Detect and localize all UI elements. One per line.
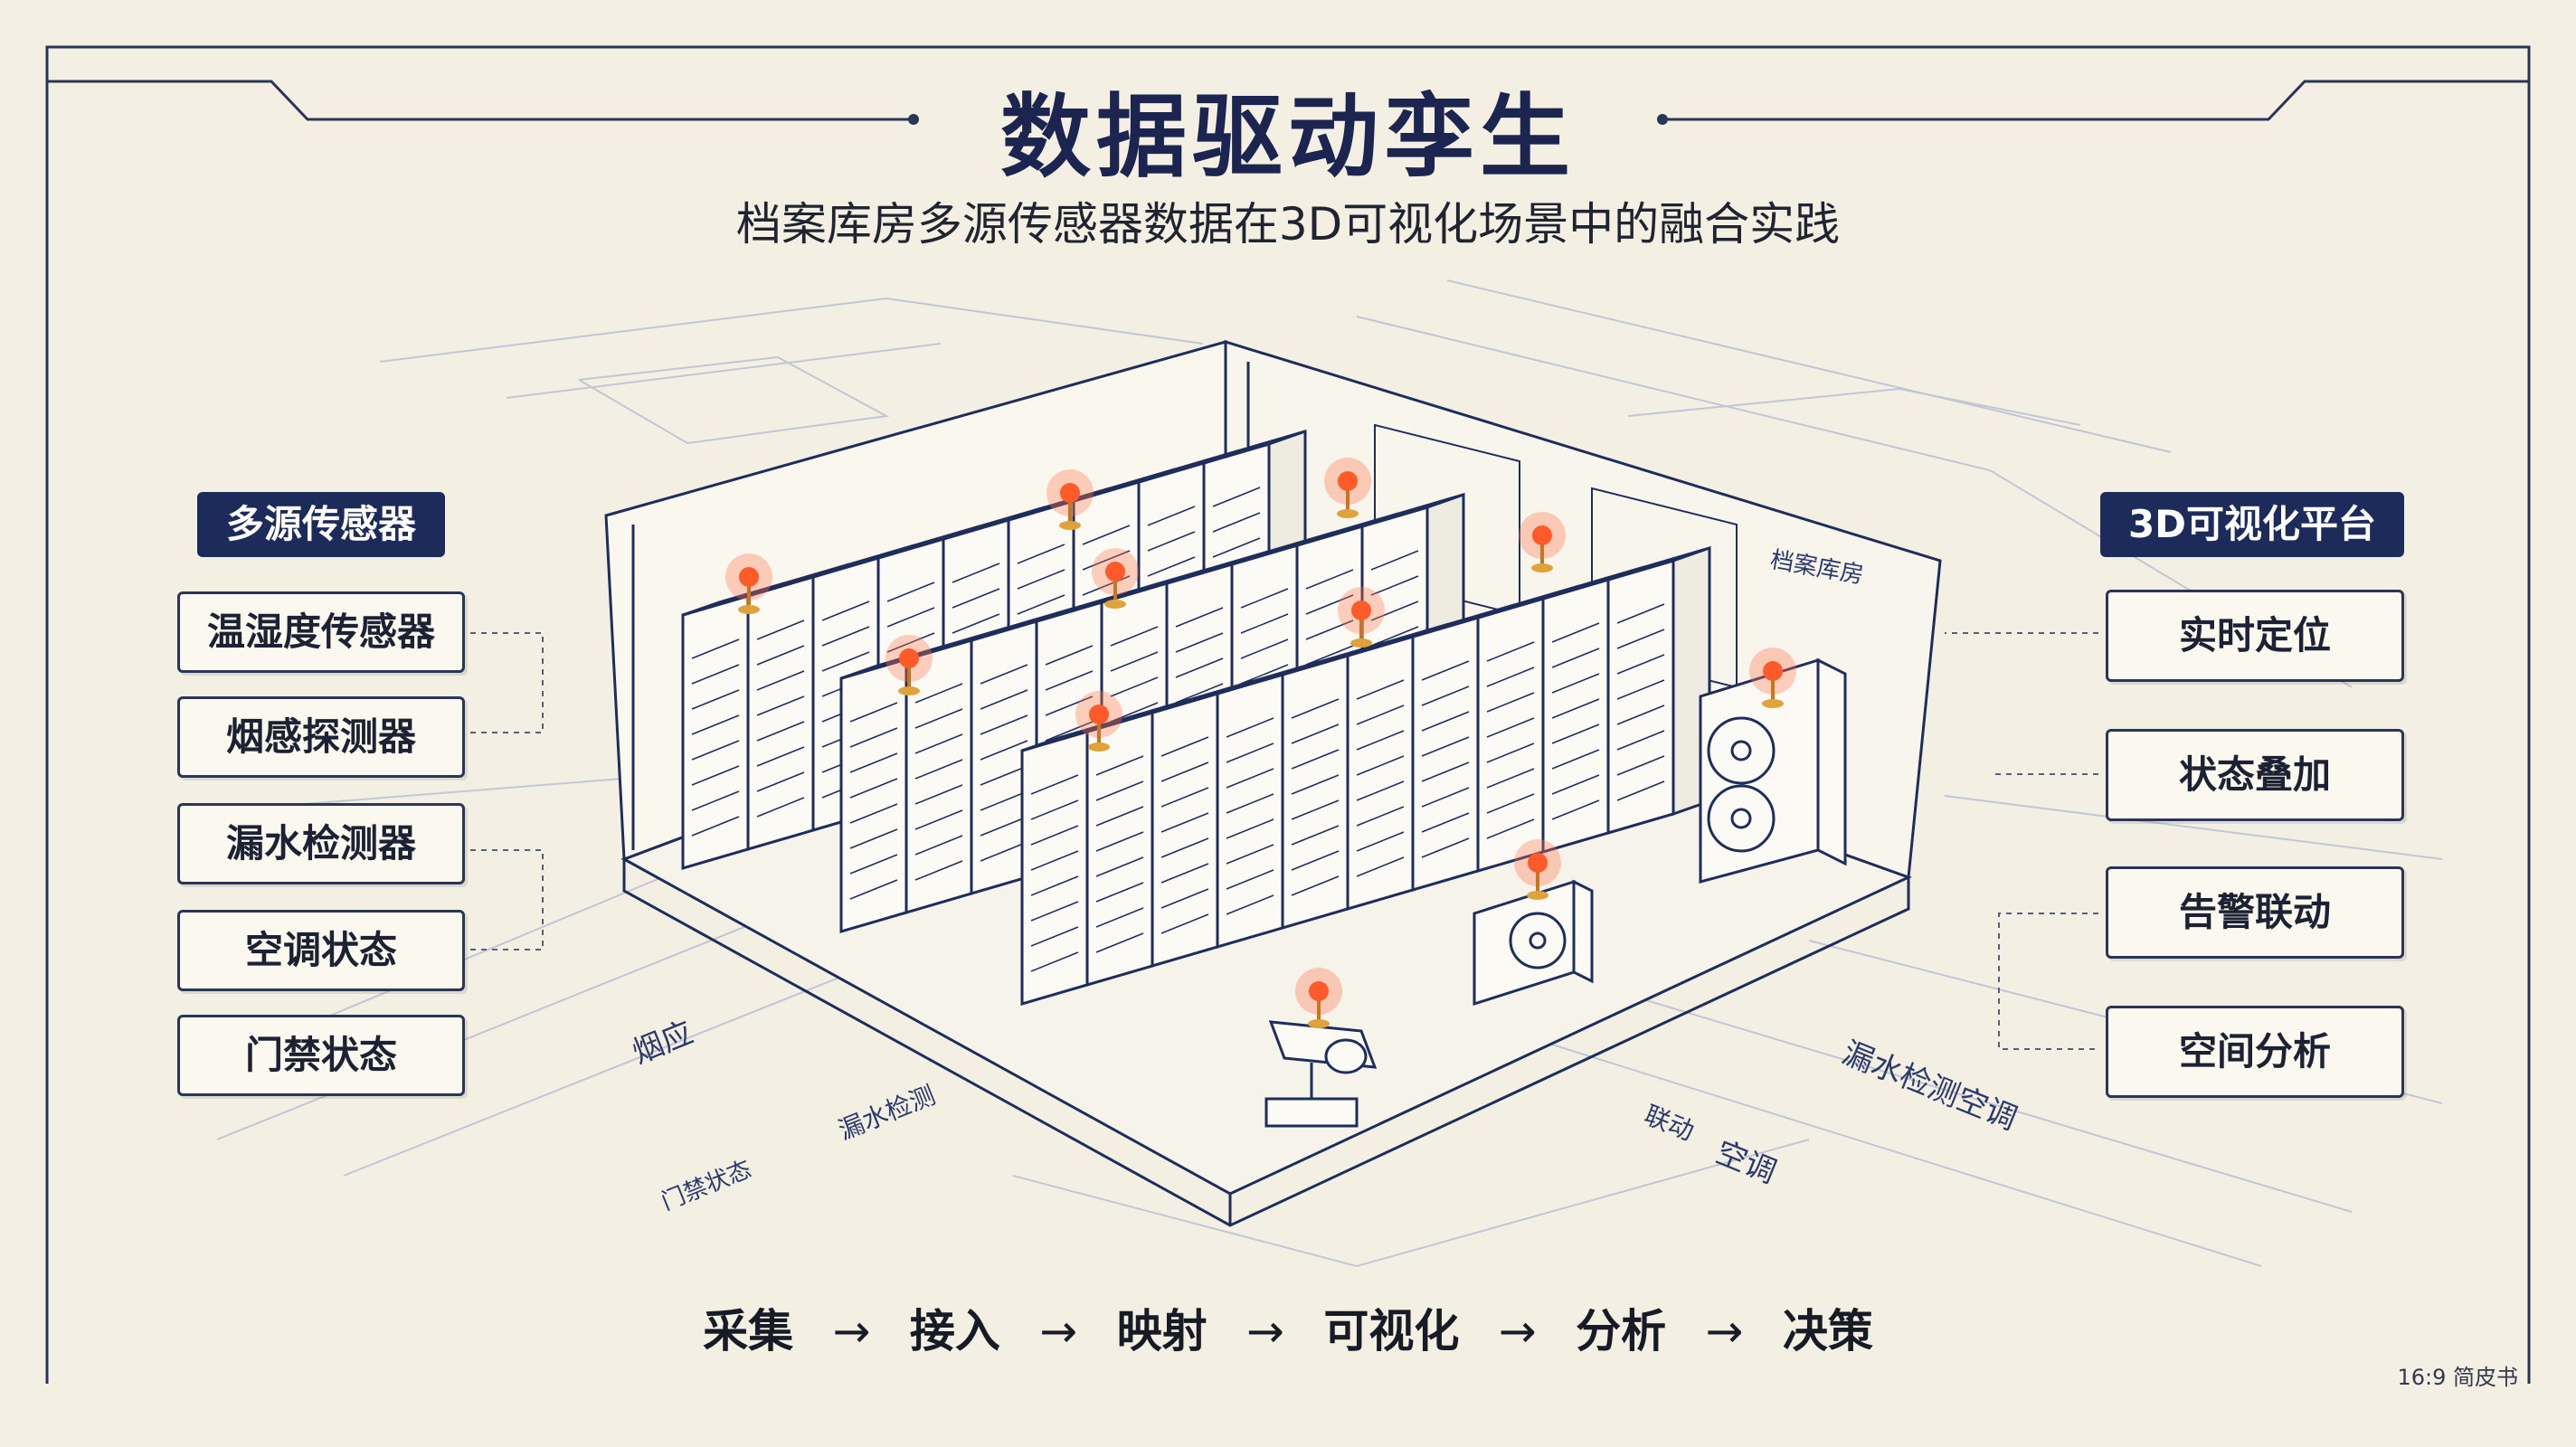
flow-step: 决策 [1782, 1305, 1873, 1357]
page-title: 数据驱动孪生 [1000, 84, 1576, 190]
platform-spatial-analysis[interactable]: 空间分析 [2106, 1006, 2404, 1098]
alarm-beacon-icon [1105, 562, 1125, 582]
flow-arrow-icon: → [1705, 1305, 1744, 1357]
platform-status-overlay[interactable]: 状态叠加 [2106, 729, 2404, 821]
surveillance-camera [1264, 1020, 1378, 1128]
alarm-beacon-icon [899, 648, 919, 668]
rack-cabinet [839, 657, 908, 933]
rack-cabinet [1541, 578, 1610, 854]
sensor-smoke-detector[interactable]: 烟感探测器 [177, 696, 465, 778]
ac-unit-large [1699, 657, 1847, 884]
right-panel-heading: 3D可视化平台 [2100, 492, 2404, 557]
sensor-access-control[interactable]: 门禁状态 [177, 1015, 465, 1096]
rack-cabinet [1411, 616, 1480, 892]
flow-arrow-icon: → [1498, 1305, 1537, 1357]
rack-cabinet [1476, 597, 1545, 873]
rack-cabinet [1216, 673, 1284, 949]
flow-step: 采集 [703, 1305, 794, 1357]
ac-unit-small [1473, 879, 1594, 1007]
alarm-beacon-icon [1763, 661, 1783, 681]
alarm-beacon-icon [1528, 853, 1548, 873]
rack-cabinet [1281, 654, 1350, 930]
sensor-temp-humidity[interactable]: 温湿度传感器 [177, 591, 465, 673]
sensor-leak-detector[interactable]: 漏水检测器 [177, 803, 465, 884]
left-panel-heading: 多源传感器 [197, 492, 445, 557]
flow-arrow-icon: → [1246, 1305, 1284, 1357]
rack-cabinet [1020, 730, 1089, 1006]
rack-cabinet [1151, 692, 1219, 968]
rack-cabinet [1606, 559, 1675, 835]
flow-step: 接入 [909, 1305, 1000, 1357]
flow-arrow-icon: → [1039, 1305, 1078, 1357]
alarm-beacon-icon [1089, 705, 1109, 724]
page-subtitle: 档案库房多源传感器数据在3D可视化场景中的融合实践 [735, 198, 1841, 251]
alarm-beacon-icon [1060, 483, 1080, 503]
rack-cabinet [746, 575, 815, 851]
alarm-beacon-icon [739, 567, 759, 587]
rack-cabinet [1085, 711, 1154, 987]
corner-note: 16:9 简皮书 [2397, 1365, 2518, 1390]
rack-cabinet [1346, 635, 1415, 911]
alarm-beacon-icon [1309, 981, 1329, 1001]
flow-step: 映射 [1116, 1305, 1208, 1357]
process-flow: 采集 → 接入 → 映射 → 可视化 → 分析 → 决策 [0, 1295, 2576, 1360]
flow-step: 分析 [1576, 1305, 1667, 1357]
sensor-ac-status[interactable]: 空调状态 [177, 910, 465, 991]
platform-alarm-linkage[interactable]: 告警联动 [2106, 866, 2404, 959]
alarm-beacon-icon [1351, 601, 1371, 620]
flow-step: 可视化 [1323, 1305, 1460, 1357]
rack-cabinet [904, 638, 973, 914]
flow-arrow-icon: → [832, 1305, 871, 1357]
alarm-beacon-icon [1532, 525, 1552, 545]
alarm-beacon-icon [1338, 471, 1358, 491]
rack-cabinet [681, 594, 750, 870]
platform-realtime-location[interactable]: 实时定位 [2106, 590, 2404, 682]
